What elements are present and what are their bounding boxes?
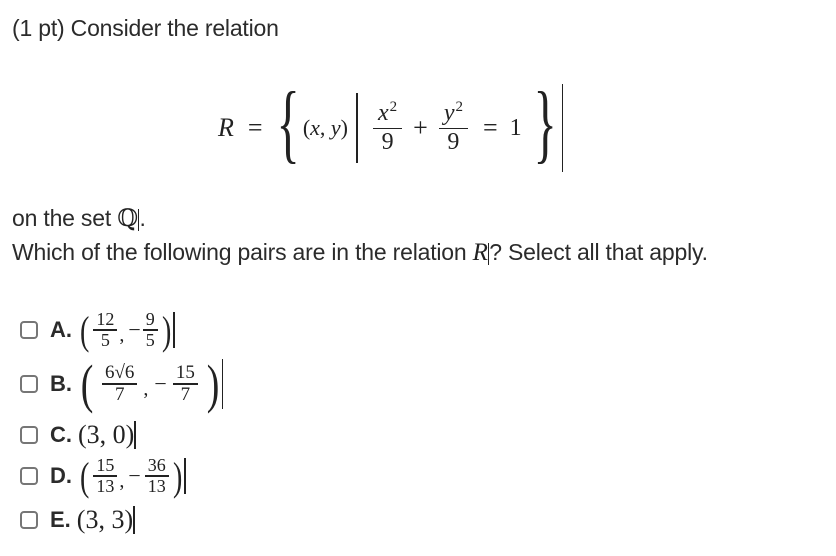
checkbox-c[interactable] bbox=[20, 426, 38, 444]
checkbox-e[interactable] bbox=[20, 511, 38, 529]
rhs-equals: = bbox=[482, 113, 498, 142]
fraction-y2-over-9: y2 9 bbox=[438, 99, 468, 157]
question-prompt: Which of the following pairs are in the … bbox=[12, 239, 708, 266]
relation-name: R bbox=[218, 113, 234, 142]
equals-sign: = bbox=[247, 113, 263, 142]
open-brace: { bbox=[276, 75, 300, 172]
choice-letter: E. bbox=[50, 507, 71, 532]
checkbox-a[interactable] bbox=[20, 321, 38, 339]
plus-sign: + bbox=[413, 113, 428, 142]
such-that-bar bbox=[356, 93, 358, 163]
checkbox-d[interactable] bbox=[20, 467, 38, 485]
relation-formula: R = { (x, y) x2 9 + y2 9 = 1 } bbox=[218, 75, 564, 178]
fraction-x2-over-9: x2 9 bbox=[373, 99, 403, 157]
choice-value: (3, 0) bbox=[78, 420, 135, 449]
checkbox-b[interactable] bbox=[20, 375, 38, 393]
rationals-symbol: ℚ bbox=[117, 206, 138, 232]
choice-letter: B. bbox=[50, 371, 72, 396]
pair-xy: (x, y) bbox=[302, 115, 348, 140]
choice-letter: D. bbox=[50, 463, 72, 488]
close-brace: } bbox=[533, 75, 557, 172]
choice-letter: A. bbox=[50, 317, 72, 342]
choice-letter: C. bbox=[50, 422, 72, 447]
text-cursor bbox=[561, 84, 564, 172]
set-line: on the set ℚ. bbox=[12, 205, 146, 232]
question-intro: (1 pt) Consider the relation bbox=[12, 15, 279, 41]
choice-value: (3, 3) bbox=[76, 505, 134, 534]
rhs-value: 1 bbox=[509, 114, 522, 141]
choice-e[interactable]: E. (3, 3) bbox=[20, 503, 135, 537]
choice-c[interactable]: C. (3, 0) bbox=[20, 418, 136, 452]
